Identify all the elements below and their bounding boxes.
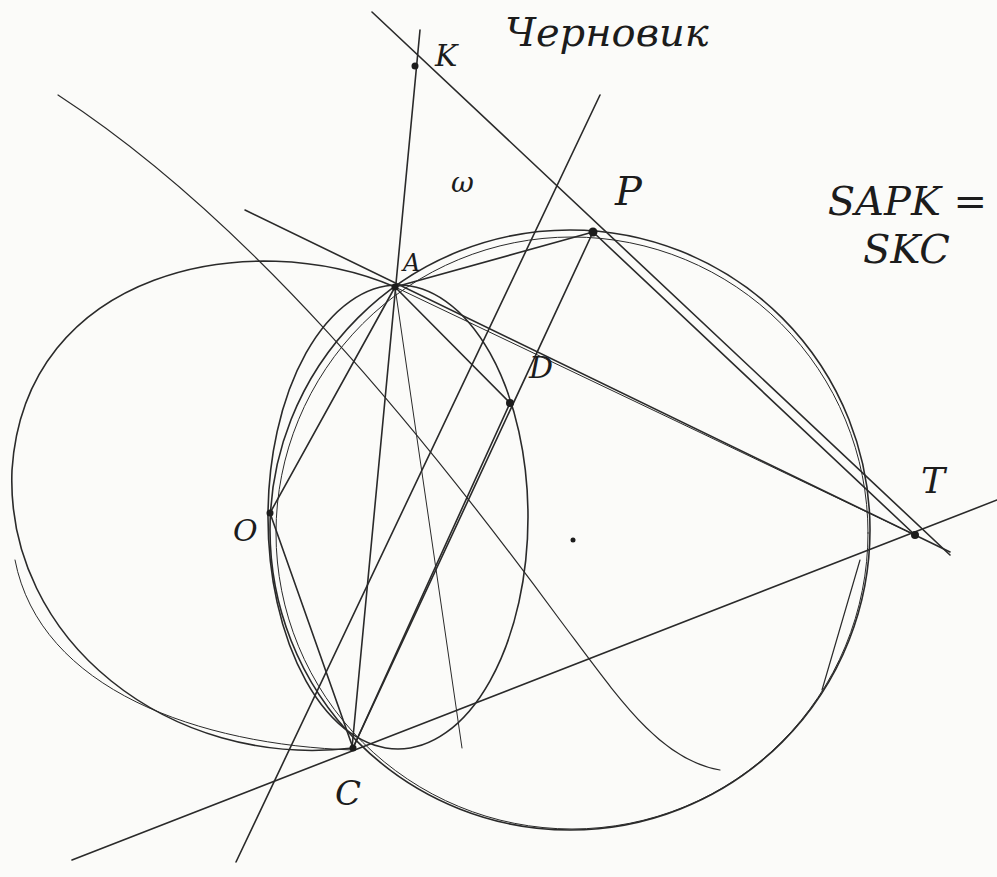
small-circle (268, 285, 528, 749)
sketch-title: Черновик (505, 12, 709, 52)
left-circle-arc (12, 261, 395, 750)
large-circle (270, 230, 870, 830)
line-PC (353, 232, 593, 748)
line-long (236, 95, 600, 862)
point-label: D (526, 352, 556, 384)
point (911, 531, 919, 539)
point-label: A (400, 250, 423, 276)
note: SKC (860, 228, 953, 270)
point-label: O (230, 515, 261, 547)
note: SAPK = (825, 180, 990, 222)
line-AD (395, 287, 510, 403)
line-KT (372, 12, 950, 555)
point (412, 63, 419, 70)
sweep-curve (58, 95, 720, 770)
point-label: P (612, 170, 645, 212)
tangent-A (245, 210, 950, 552)
line-AT (395, 287, 915, 535)
line-PT (593, 232, 915, 535)
point-label: T (918, 462, 948, 500)
point-label: C (332, 775, 364, 811)
point-label: K (432, 40, 460, 72)
dot (571, 538, 576, 543)
line-OC (270, 513, 353, 748)
mark (822, 560, 860, 690)
point (506, 399, 514, 407)
point (589, 228, 598, 237)
large-circle-retrace (276, 237, 868, 829)
line-AP (395, 232, 593, 287)
point (392, 284, 399, 291)
line-CT (72, 500, 997, 860)
point (267, 510, 274, 517)
point-label: ω (448, 168, 477, 198)
point (350, 745, 357, 752)
line-CD (353, 403, 510, 748)
line-diag (395, 287, 462, 748)
line-OA (270, 287, 395, 513)
